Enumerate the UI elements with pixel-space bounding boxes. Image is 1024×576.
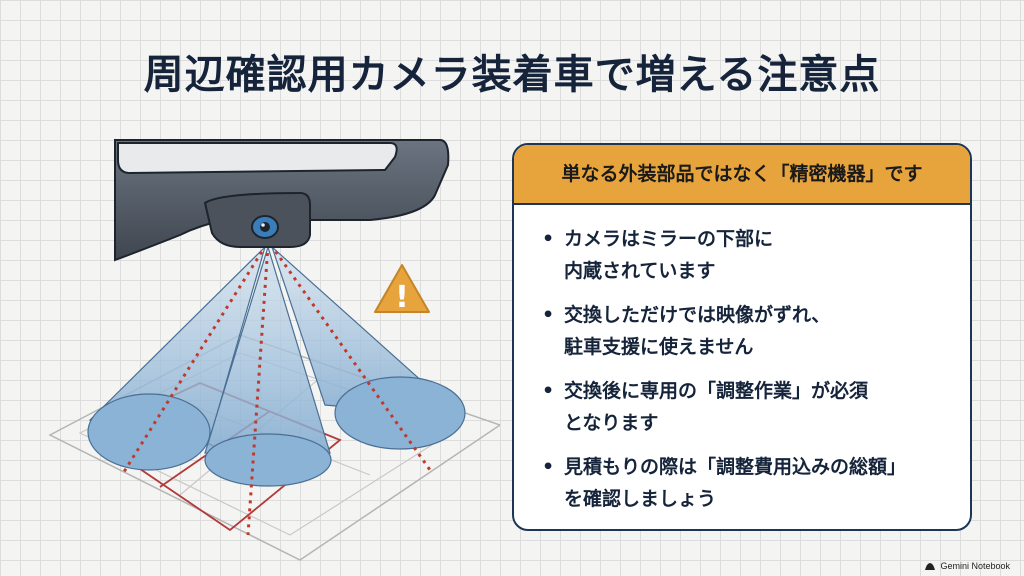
- point-line: 見積もりの際は「調整費用込みの総額」: [564, 456, 907, 478]
- point-line: 交換後に専用の「調整作業」が必須: [564, 380, 869, 402]
- point-text: 交換後に専用の「調整作業」が必須 となります: [564, 375, 868, 439]
- watermark-text: Gemini Notebook: [940, 561, 1010, 571]
- list-item: • カメラはミラーの下部に 内蔵されています: [542, 223, 950, 287]
- camera-center-lines: [120, 244, 432, 536]
- bullet: •: [542, 304, 555, 326]
- panel-header: 単なる外装部品ではなく「精密機器」です: [514, 145, 970, 205]
- list-item: • 見積もりの際は「調整費用込みの総額」 を確認しましょう: [542, 451, 950, 515]
- camera-mirror-illustration: !: [48, 139, 500, 561]
- point-list: • カメラはミラーの下部に 内蔵されています • 交換しただけでは映像がずれ、 …: [514, 205, 970, 515]
- camera-view-cones: [87, 244, 466, 487]
- point-text: 見積もりの際は「調整費用込みの総額」 を確認しましょう: [564, 451, 906, 515]
- bullet: •: [542, 228, 555, 250]
- warning-symbol: !: [395, 280, 409, 315]
- point-line: 駐車支援に使えません: [564, 336, 754, 358]
- page-title: 周辺確認用カメラ装着車で増える注意点: [143, 52, 881, 98]
- side-mirror: [114, 139, 450, 262]
- point-line: カメラはミラーの下部に: [564, 228, 774, 250]
- point-text: カメラはミラーの下部に 内蔵されています: [564, 223, 773, 287]
- point-line: 交換しただけでは映像がずれ、: [564, 304, 831, 326]
- notice-panel: 単なる外装部品ではなく「精密機器」です • カメラはミラーの下部に 内蔵されてい…: [512, 143, 972, 531]
- watermark: Gemini Notebook: [924, 561, 1010, 571]
- point-line: となります: [564, 412, 659, 434]
- list-item: • 交換しただけでは映像がずれ、 駐車支援に使えません: [542, 299, 950, 363]
- point-line: 内蔵されています: [564, 260, 716, 282]
- warning-icon: !: [374, 264, 430, 315]
- notebook-logo-icon: [925, 562, 936, 570]
- list-item: • 交換後に専用の「調整作業」が必須 となります: [542, 375, 950, 439]
- bullet: •: [542, 456, 555, 478]
- bullet: •: [542, 380, 555, 402]
- point-text: 交換しただけでは映像がずれ、 駐車支援に使えません: [564, 299, 830, 363]
- point-line: を確認しましょう: [564, 488, 717, 510]
